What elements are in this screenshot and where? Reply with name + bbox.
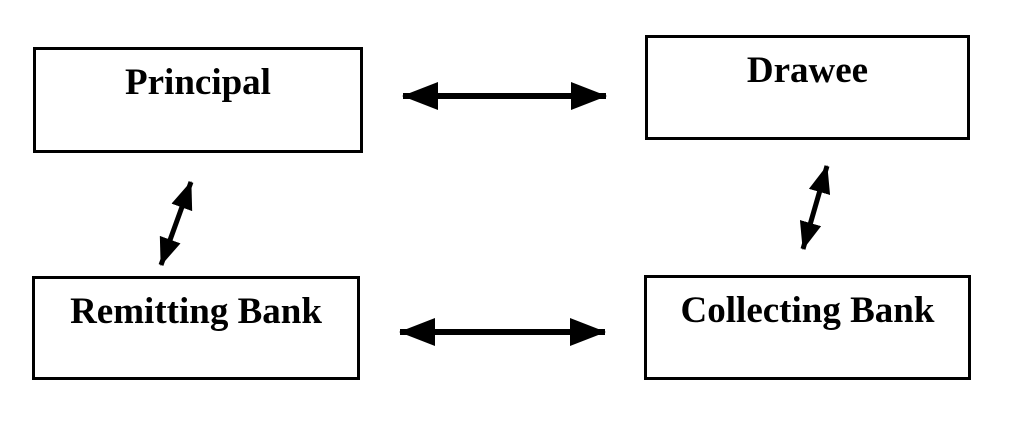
node-principal-label: Principal bbox=[125, 62, 271, 103]
node-collecting-bank-label: Collecting Bank bbox=[680, 290, 935, 331]
arrow-drawee-collecting bbox=[799, 165, 831, 250]
node-remitting-bank: Remitting Bank bbox=[32, 276, 360, 380]
node-drawee-label: Drawee bbox=[746, 50, 869, 91]
node-principal: Principal bbox=[33, 47, 363, 153]
node-drawee: Drawee bbox=[645, 35, 970, 140]
node-remitting-bank-label: Remitting Bank bbox=[70, 291, 322, 332]
node-collecting-bank: Collecting Bank bbox=[644, 275, 971, 380]
arrow-principal-remitting bbox=[158, 181, 194, 266]
